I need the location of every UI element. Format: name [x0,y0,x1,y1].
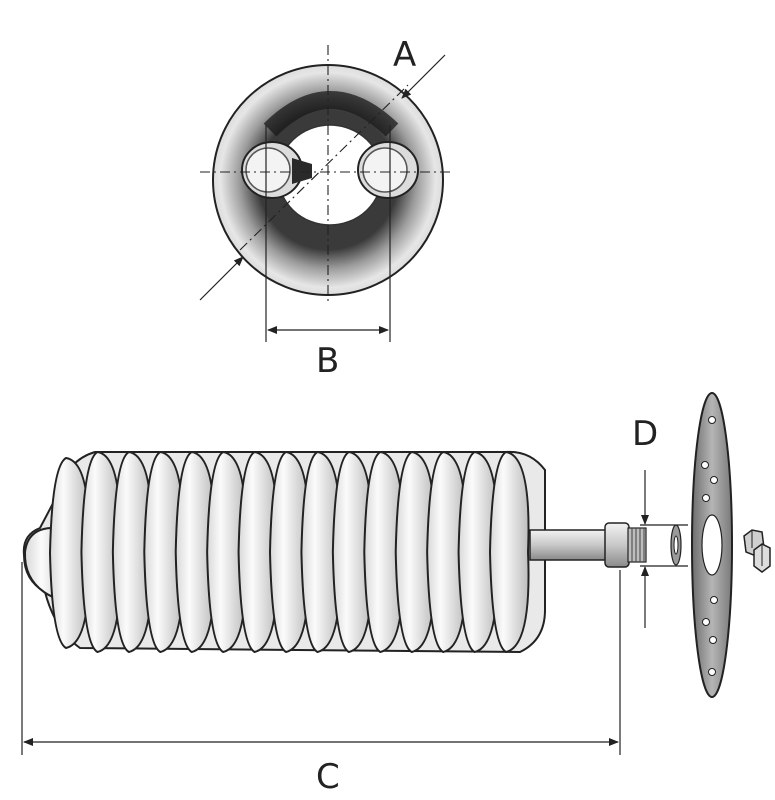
threaded-fitting [604,522,647,568]
inner-shadow [263,91,399,137]
dimension-c-label: C [316,757,340,797]
outlet-pipe [529,529,611,561]
dimension-b-label: B [316,341,339,381]
dimension-a-arrow-bottom [199,256,244,301]
mounting-flange [691,392,733,698]
flange-bolt-holes [701,416,718,676]
side-view: D C [21,392,771,797]
coil-turn [488,450,530,654]
pipe-end-left [241,141,312,199]
dimension-a-arrow-top [401,54,446,99]
sealing-washer [670,524,682,566]
hex-nuts [743,529,771,573]
pipe-end-right [357,141,419,199]
end-view: A B [199,35,450,381]
dimension-d-label: D [632,414,658,454]
dimension-a-label: A [393,35,416,75]
coil-turns [48,450,530,654]
